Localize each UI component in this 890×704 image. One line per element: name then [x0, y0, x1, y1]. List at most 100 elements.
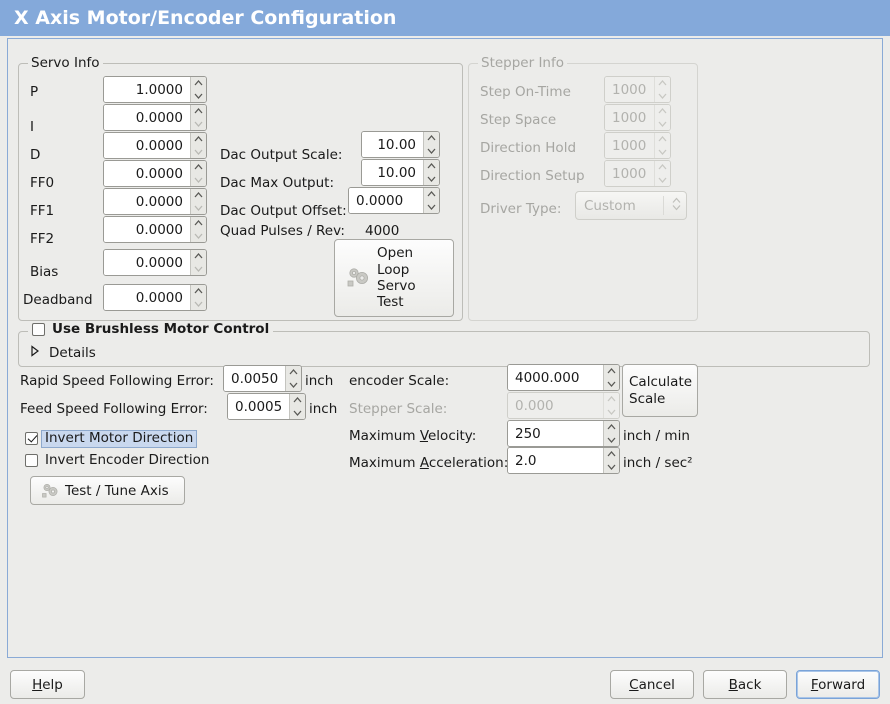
chevron-right-icon[interactable] — [30, 345, 40, 361]
encoder-scale-input[interactable]: 4000.000 — [507, 364, 620, 391]
quad-pulses-label: Quad Pulses / Rev: — [220, 223, 345, 239]
maximum-velocity-spinner[interactable] — [603, 421, 619, 446]
servo-input-ff0-spinner[interactable] — [190, 161, 206, 186]
dac-output-scale-spinner[interactable] — [423, 132, 439, 157]
spinner-up-icon[interactable] — [424, 160, 439, 173]
spinner-down-icon[interactable] — [191, 174, 206, 187]
spinner-down-icon[interactable] — [191, 90, 206, 103]
servo-input-ff2[interactable]: 0.0000 — [103, 216, 207, 243]
calculate-scale-line-2: Scale — [629, 390, 666, 407]
servo-input-bias[interactable]: 0.0000 — [103, 249, 207, 276]
feed-following-error-spinner[interactable] — [289, 394, 305, 419]
spinner-up-icon — [655, 77, 670, 90]
feed-following-error-input[interactable]: 0.0005 — [227, 393, 306, 420]
maximum-velocity-input[interactable]: 250 — [507, 420, 620, 447]
cancel-key: C — [629, 676, 639, 693]
spinner-up-icon[interactable] — [191, 105, 206, 118]
servo-input-deadband-spinner[interactable] — [190, 285, 206, 310]
spinner-down-icon[interactable] — [604, 461, 619, 474]
calculate-scale-line-1: Calculate — [629, 373, 693, 390]
spinner-down-icon[interactable] — [604, 434, 619, 447]
spinner-down-icon[interactable] — [290, 407, 305, 420]
servo-label-ff1: FF1 — [30, 203, 55, 219]
servo-input-ff0[interactable]: 0.0000 — [103, 160, 207, 187]
spinner-up-icon[interactable] — [424, 132, 439, 145]
spinner-up-icon[interactable] — [191, 217, 206, 230]
cancel-button[interactable]: Cancel — [610, 670, 694, 699]
max-accel-label-key: A — [419, 455, 429, 471]
dac-output-offset-spinner[interactable] — [423, 188, 439, 213]
spinner-up-icon[interactable] — [286, 366, 301, 379]
rapid-following-error-spinner[interactable] — [285, 366, 301, 391]
spinner-down-icon — [655, 118, 670, 131]
driver-type-select: Custom — [575, 191, 687, 220]
invert-motor-direction-checkbox[interactable]: Invert Motor Direction — [25, 430, 198, 448]
spinner-up-icon[interactable] — [191, 133, 206, 146]
dac-max-output-input[interactable]: 10.00 — [361, 159, 440, 186]
spinner-up-icon[interactable] — [424, 188, 439, 201]
encoder-scale-spinner[interactable] — [603, 365, 619, 390]
spinner-up-icon[interactable] — [191, 285, 206, 298]
servo-input-i[interactable]: 0.0000 — [103, 104, 207, 131]
spinner-up-icon[interactable] — [604, 448, 619, 461]
spinner-down-icon[interactable] — [424, 145, 439, 158]
servo-input-ff1-spinner[interactable] — [190, 189, 206, 214]
spinner-down-icon[interactable] — [191, 202, 206, 215]
servo-input-p[interactable]: 1.0000 — [103, 76, 207, 103]
servo-input-ff0-value: 0.0000 — [104, 161, 190, 186]
help-button[interactable]: Help — [10, 670, 85, 699]
dac-max-output-label: Dac Max Output: — [220, 175, 335, 191]
spinner-up-icon[interactable] — [604, 421, 619, 434]
spinner-down-icon[interactable] — [424, 201, 439, 214]
test-tune-axis-button[interactable]: Test / Tune Axis — [30, 476, 185, 505]
spinner-down-icon[interactable] — [424, 173, 439, 186]
encoder-scale-value: 4000.000 — [508, 365, 603, 390]
checkbox-box[interactable] — [32, 323, 45, 337]
spinner-up-icon[interactable] — [191, 161, 206, 174]
spinner-down-icon[interactable] — [191, 263, 206, 276]
open-loop-servo-test-button[interactable]: Open Loop Servo Test — [334, 239, 454, 317]
spinner-up-icon[interactable] — [191, 189, 206, 202]
servo-input-i-value: 0.0000 — [104, 105, 190, 130]
max-velocity-label-pre: Maximum — [349, 428, 420, 444]
checkbox-box[interactable] — [25, 432, 38, 446]
details-expander[interactable]: Details — [30, 345, 96, 361]
dac-output-offset-input[interactable]: 0.0000 — [348, 187, 440, 214]
servo-input-bias-spinner[interactable] — [190, 250, 206, 275]
servo-input-d-spinner[interactable] — [190, 133, 206, 158]
servo-input-d[interactable]: 0.0000 — [103, 132, 207, 159]
spinner-down-icon[interactable] — [286, 379, 301, 392]
rapid-following-error-input[interactable]: 0.0050 — [223, 365, 302, 392]
spinner-up-icon[interactable] — [191, 250, 206, 263]
maximum-acceleration-spinner[interactable] — [603, 448, 619, 473]
open-loop-line-4: Test — [377, 294, 404, 311]
forward-button[interactable]: Forward — [796, 670, 880, 699]
spinner-down-icon[interactable] — [191, 298, 206, 311]
spinner-down-icon[interactable] — [191, 146, 206, 159]
servo-input-ff1[interactable]: 0.0000 — [103, 188, 207, 215]
maximum-acceleration-label: Maximum Acceleration: — [349, 455, 508, 471]
spinner-up-icon[interactable] — [290, 394, 305, 407]
dac-output-scale-input[interactable]: 10.00 — [361, 131, 440, 158]
servo-label-ff2: FF2 — [30, 231, 55, 247]
calculate-scale-button[interactable]: Calculate Scale — [622, 364, 698, 417]
dac-max-output-spinner[interactable] — [423, 160, 439, 185]
spinner-up-icon[interactable] — [604, 365, 619, 378]
spinner-down-icon[interactable] — [604, 378, 619, 391]
servo-input-ff2-spinner[interactable] — [190, 217, 206, 242]
gears-icon — [343, 264, 373, 292]
maximum-acceleration-unit: inch / sec² — [623, 455, 693, 471]
back-button[interactable]: Back — [703, 670, 787, 699]
servo-input-deadband[interactable]: 0.0000 — [103, 284, 207, 311]
servo-input-p-spinner[interactable] — [190, 77, 206, 102]
forward-rest: orward — [818, 676, 866, 693]
servo-input-i-spinner[interactable] — [190, 105, 206, 130]
invert-encoder-direction-checkbox[interactable]: Invert Encoder Direction — [25, 453, 209, 468]
spinner-down-icon[interactable] — [191, 230, 206, 243]
spinner-down-icon[interactable] — [191, 118, 206, 131]
spinner-up-icon[interactable] — [191, 77, 206, 90]
test-tune-axis-label: Test / Tune Axis — [65, 482, 169, 499]
use-brushless-motor-control-checkbox[interactable]: Use Brushless Motor Control — [28, 322, 274, 337]
maximum-acceleration-input[interactable]: 2.0 — [507, 447, 620, 474]
checkbox-box[interactable] — [25, 454, 38, 468]
